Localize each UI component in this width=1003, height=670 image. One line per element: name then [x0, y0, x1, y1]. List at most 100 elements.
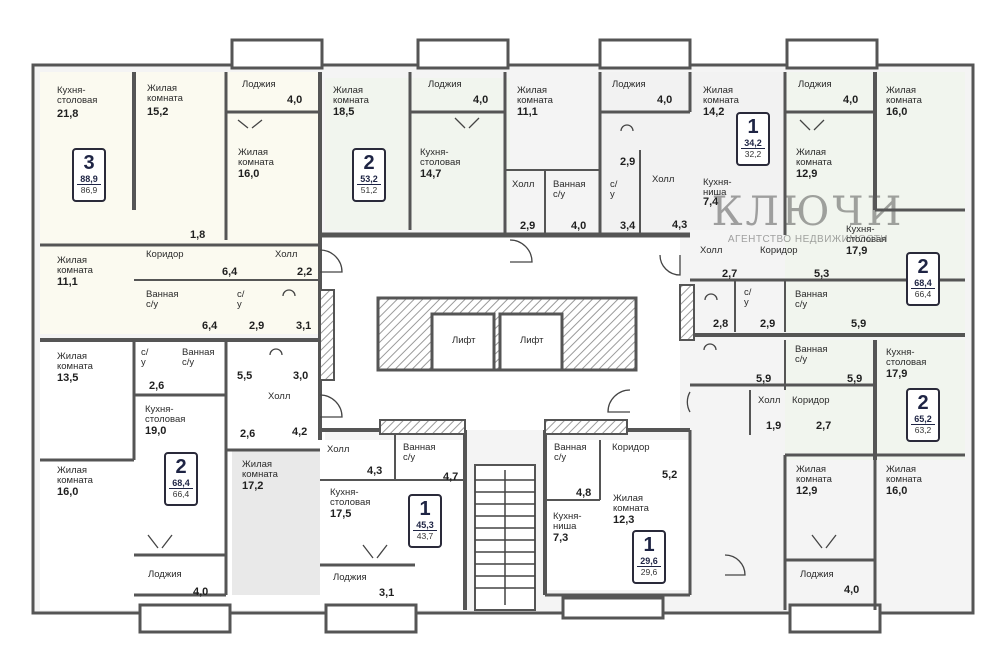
room-name: Лоджия [428, 79, 462, 90]
apartment-rooms: 3 [83, 152, 95, 174]
room-name: с/у [744, 287, 752, 308]
balcony-bottom-1 [138, 603, 232, 634]
room-name: Ванная с/у [554, 442, 587, 463]
room-name: Ванная с/у [795, 289, 828, 310]
room-area: 2,7 [722, 268, 738, 280]
apartment-rooms: 2 [175, 456, 187, 478]
room-name: Холл [700, 245, 723, 256]
room-area: 12,3 [613, 514, 635, 526]
room-name: Коридор [760, 245, 798, 256]
doors [147, 117, 837, 576]
hatch-left-col [319, 289, 335, 381]
room-name: Коридор [612, 442, 650, 453]
room-area: 14,2 [703, 106, 725, 118]
room-area: 2,9 [620, 156, 636, 168]
room-area: 16,0 [57, 486, 79, 498]
room-area: 5,9 [756, 373, 772, 385]
room-area: 4,0 [571, 220, 587, 232]
balcony-top-2 [416, 38, 510, 70]
apartment-total-area: 45,3 [413, 520, 437, 531]
room-area: 1,9 [766, 420, 782, 432]
room-name: Ванная с/у [403, 442, 436, 463]
apt-1-center-fill [320, 440, 465, 610]
watermark-subtitle: АГЕНТСТВО НЕДВИЖИМОСТИ [727, 234, 889, 245]
room-17-2-fill [232, 450, 320, 595]
room-name: Кухня- ниша [703, 177, 732, 198]
room-name: Жилая комната [703, 85, 739, 106]
room-name: Жилая комната [242, 459, 278, 480]
room-name: Лоджия [148, 569, 182, 580]
apt-3-fill [40, 72, 320, 334]
apartment-total-area: 29,6 [637, 556, 661, 567]
room-name: Кухня- столовая [145, 404, 186, 425]
apartment-badge[interactable]: 2 65,2 63,2 [906, 388, 940, 442]
room-area: 5,9 [847, 373, 863, 385]
apartment-living-area: 43,7 [416, 531, 434, 541]
room-area: 11,1 [57, 276, 78, 288]
room-area: 4,3 [672, 219, 688, 231]
apartment-badge[interactable]: 2 68,4 66,4 [906, 252, 940, 306]
lift-2 [498, 312, 564, 372]
room-area: 2,8 [713, 318, 729, 330]
room-name: Холл [652, 174, 675, 185]
room-area: 4,0 [193, 586, 209, 598]
balcony-top-4 [785, 38, 879, 70]
room-area: 4,0 [843, 94, 859, 106]
room-name: Коридор [792, 395, 830, 406]
apartment-badge[interactable]: 1 34,2 32,2 [736, 112, 770, 166]
room-area: 4,7 [443, 471, 459, 483]
lift-1 [430, 312, 496, 372]
balcony-bottom-2 [324, 603, 418, 634]
room-name: Жилая комната [57, 465, 93, 486]
apartment-badge[interactable]: 1 29,6 29,6 [632, 530, 666, 584]
room-name: Коридор [146, 249, 184, 260]
apartment-badge[interactable]: 2 68,4 66,4 [164, 452, 198, 506]
room-name: Кухня- столовая [846, 224, 887, 245]
room-name: Жилая комната [57, 255, 93, 276]
apartment-total-area: 34,2 [741, 138, 765, 149]
balcony-top-1 [230, 38, 324, 70]
room-area: 5,3 [814, 268, 830, 280]
apartment-badge[interactable]: 3 88,9 86,9 [72, 148, 106, 202]
room-area: 2,6 [240, 428, 256, 440]
room-area: 12,9 [796, 485, 818, 497]
room-name: Ванная с/у [553, 179, 586, 200]
room-name: Жилая комната [613, 493, 649, 514]
room-name: с/у [610, 179, 618, 200]
room-name: Холл [268, 391, 291, 402]
room-name: Лоджия [612, 79, 646, 90]
room-area: 15,2 [147, 106, 169, 118]
room-area: 4,8 [576, 487, 592, 499]
room-area: 5,5 [237, 370, 253, 382]
room-area: 4,0 [287, 94, 303, 106]
room-area: 5,9 [851, 318, 867, 330]
room-name: Жилая комната [796, 464, 832, 485]
room-name: Ванная с/у [146, 289, 179, 310]
apartment-badge[interactable]: 1 45,3 43,7 [408, 494, 442, 548]
room-area: 3,0 [293, 370, 309, 382]
room-area: 4,0 [844, 584, 860, 596]
room-name: Жилая комната [238, 147, 274, 168]
room-area: 4,0 [657, 94, 673, 106]
room-area: 12,9 [796, 168, 818, 180]
room-name: Жилая комната [517, 85, 553, 106]
room-name: Жилая комната [57, 351, 93, 372]
apartment-living-area: 66,4 [914, 289, 932, 299]
apartment-living-area: 51,2 [360, 185, 378, 195]
room-area: 11,1 [517, 106, 538, 118]
room-area: 2,6 [149, 380, 165, 392]
room-name: Холл [275, 249, 298, 260]
apartment-living-area: 63,2 [914, 425, 932, 435]
room-area: 16,0 [238, 168, 260, 180]
room-area: 4,2 [292, 426, 308, 438]
apartment-rooms: 2 [363, 152, 375, 174]
balcony-bottom-3 [561, 596, 665, 620]
room-name: Кухня- столовая [330, 487, 371, 508]
room-area: 17,5 [330, 508, 352, 520]
walls [40, 72, 965, 610]
apartment-badge[interactable]: 2 53,2 51,2 [352, 148, 386, 202]
stair-hatch-right [544, 419, 628, 435]
room-name: Кухня- столовая [57, 85, 98, 106]
room-name: с/у [141, 347, 149, 368]
